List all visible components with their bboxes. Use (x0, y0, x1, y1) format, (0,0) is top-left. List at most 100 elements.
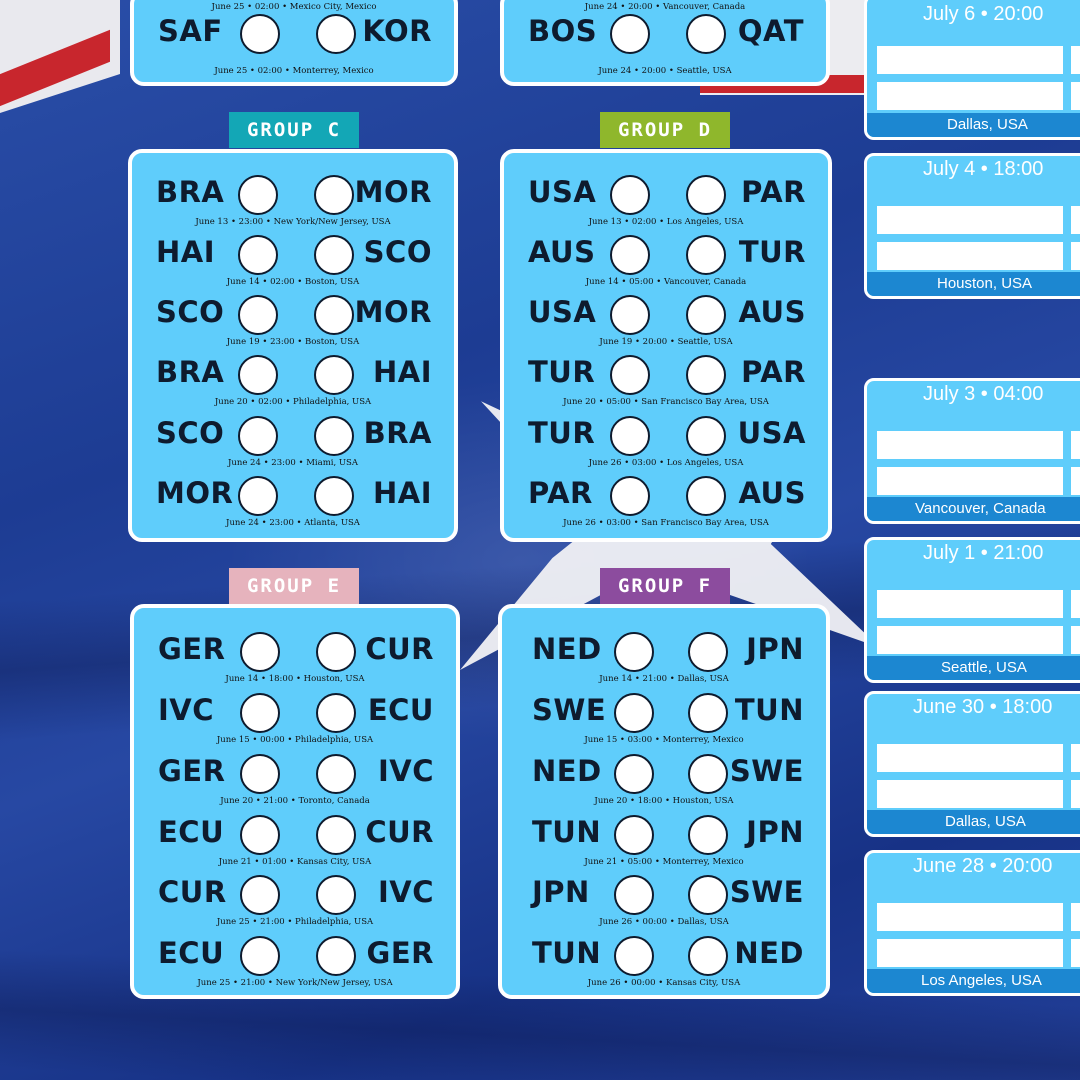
score-slot[interactable] (1071, 903, 1080, 931)
score-slot[interactable] (1071, 46, 1080, 74)
away-score-circle[interactable] (686, 416, 726, 456)
team-slot[interactable] (877, 744, 1063, 772)
match-info: June 24 • 23:00 • Miami, USA (227, 458, 359, 468)
score-slot[interactable] (1071, 780, 1080, 808)
away-score-circle[interactable] (316, 936, 356, 976)
home-team: GER (158, 754, 226, 788)
home-score-circle[interactable] (238, 175, 278, 215)
away-score-circle[interactable] (314, 355, 354, 395)
team-slot[interactable] (877, 82, 1063, 110)
team-slot[interactable] (877, 206, 1063, 234)
venue-label: Seattle, USA (941, 659, 1027, 676)
home-score-circle[interactable] (240, 754, 280, 794)
venue-label: Dallas, USA (945, 813, 1026, 830)
team-slot[interactable] (877, 46, 1063, 74)
home-score-circle[interactable] (610, 295, 650, 335)
away-score-circle[interactable] (314, 235, 354, 275)
team-slot[interactable] (877, 242, 1063, 270)
away-score-circle[interactable] (686, 295, 726, 335)
away-score-circle[interactable] (686, 175, 726, 215)
team-slot[interactable] (877, 467, 1063, 495)
score-slot[interactable] (1071, 939, 1080, 967)
team-slot[interactable] (877, 780, 1063, 808)
knockout-time: July 3 • 04:00 (923, 383, 1044, 405)
away-score-circle[interactable] (686, 355, 726, 395)
away-score-circle[interactable] (316, 632, 356, 672)
home-team: SCO (156, 416, 225, 450)
score-slot[interactable] (1071, 467, 1080, 495)
home-score-circle[interactable] (610, 235, 650, 275)
away-score-circle[interactable] (314, 175, 354, 215)
away-score-circle[interactable] (688, 693, 728, 733)
home-team: JPN (532, 875, 590, 909)
score-slot[interactable] (1071, 82, 1080, 110)
score-slot[interactable] (1071, 744, 1080, 772)
away-score-circle[interactable] (316, 875, 356, 915)
away-score-circle[interactable] (688, 632, 728, 672)
knockout-time: July 4 • 18:00 (923, 158, 1044, 180)
knockout-time: July 6 • 20:00 (923, 3, 1044, 25)
team-slot[interactable] (877, 431, 1063, 459)
team-slot[interactable] (877, 939, 1063, 967)
away-score-circle[interactable] (688, 815, 728, 855)
away-score-circle[interactable] (314, 476, 354, 516)
home-team: HAI (156, 235, 216, 269)
team-slot[interactable] (877, 590, 1063, 618)
home-score-circle[interactable] (240, 693, 280, 733)
match-info: June 20 • 02:00 • Philadelphia, USA (214, 397, 372, 407)
home-score-circle[interactable] (240, 875, 280, 915)
home-score-circle[interactable] (610, 416, 650, 456)
match-info: June 24 • 20:00 • Seattle, USA (598, 66, 732, 76)
away-score-circle[interactable] (316, 815, 356, 855)
home-score-circle[interactable] (240, 632, 280, 672)
away-score-circle[interactable] (316, 14, 356, 54)
match-info: June 26 • 03:00 • Los Angeles, USA (588, 458, 744, 468)
home-score-circle[interactable] (238, 295, 278, 335)
home-score-circle[interactable] (238, 235, 278, 275)
away-score-circle[interactable] (686, 476, 726, 516)
knockout-match-card: June 28 • 20:00 Los Angeles, USA (864, 850, 1080, 996)
team-slot[interactable] (877, 903, 1063, 931)
home-score-circle[interactable] (238, 476, 278, 516)
home-score-circle[interactable] (610, 14, 650, 54)
away-score-circle[interactable] (688, 875, 728, 915)
match-info: June 24 • 20:00 • Vancouver, Canada (584, 2, 746, 12)
home-score-circle[interactable] (610, 355, 650, 395)
home-score-circle[interactable] (614, 875, 654, 915)
home-score-circle[interactable] (614, 632, 654, 672)
home-score-circle[interactable] (614, 693, 654, 733)
away-score-circle[interactable] (686, 14, 726, 54)
match-info: June 15 • 03:00 • Monterrey, Mexico (584, 735, 744, 745)
score-slot[interactable] (1071, 590, 1080, 618)
knockout-venue: Dallas, USA (867, 810, 1080, 834)
home-score-circle[interactable] (240, 936, 280, 976)
away-score-circle[interactable] (688, 754, 728, 794)
away-score-circle[interactable] (686, 235, 726, 275)
home-score-circle[interactable] (614, 754, 654, 794)
team-slot[interactable] (877, 626, 1063, 654)
home-score-circle[interactable] (610, 476, 650, 516)
home-score-circle[interactable] (238, 355, 278, 395)
away-score-circle[interactable] (314, 416, 354, 456)
home-score-circle[interactable] (240, 815, 280, 855)
away-team: HAI (372, 476, 432, 510)
home-score-circle[interactable] (614, 815, 654, 855)
match-info: June 26 • 03:00 • San Francisco Bay Area… (563, 518, 769, 528)
score-slot[interactable] (1071, 431, 1080, 459)
home-score-circle[interactable] (610, 175, 650, 215)
home-score-circle[interactable] (238, 416, 278, 456)
home-score-circle[interactable] (240, 14, 280, 54)
away-score-circle[interactable] (314, 295, 354, 335)
score-slot[interactable] (1071, 206, 1080, 234)
away-score-circle[interactable] (316, 754, 356, 794)
home-score-circle[interactable] (614, 936, 654, 976)
home-team: USA (528, 295, 597, 329)
away-score-circle[interactable] (688, 936, 728, 976)
match-info: June 13 • 23:00 • New York/New Jersey, U… (195, 217, 391, 227)
away-score-circle[interactable] (316, 693, 356, 733)
score-slot[interactable] (1071, 626, 1080, 654)
score-slot[interactable] (1071, 242, 1080, 270)
